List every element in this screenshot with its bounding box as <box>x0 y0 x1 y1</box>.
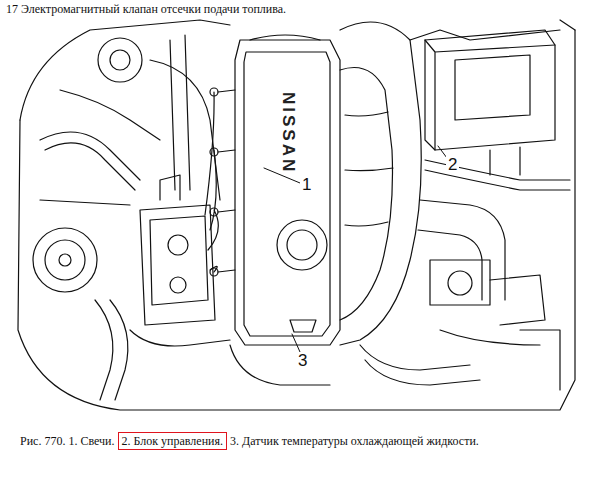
header-text: 17 Электромагнитный клапан отсечки подач… <box>6 2 286 17</box>
highlight-box: 2. Блок управления. <box>118 432 227 450</box>
valve-cover <box>235 35 340 345</box>
engine-bay <box>18 20 575 410</box>
alternator <box>33 38 142 292</box>
hose <box>40 35 330 400</box>
caption-text: 2. Блок управления. <box>122 434 223 448</box>
caption-text: 3. Датчик температуры охлаждающей жидкос… <box>230 434 479 448</box>
leader-line <box>264 146 447 352</box>
injection-pump <box>130 175 230 346</box>
intake-plenum <box>340 22 560 345</box>
callout-number: 3 <box>296 352 309 369</box>
control-unit <box>425 30 555 175</box>
brand-lettering: NISSAN <box>280 92 297 174</box>
fuel-line <box>205 92 218 272</box>
sensor-cluster <box>360 260 560 390</box>
caption-text: Рис. 770. 1. Свечи. <box>20 434 115 448</box>
hose <box>425 160 570 345</box>
callout-number: 1 <box>300 176 313 193</box>
caption: Рис. 770. 1. Свечи. 2. Блок управления. … <box>20 432 580 450</box>
callout-number: 2 <box>446 156 459 173</box>
